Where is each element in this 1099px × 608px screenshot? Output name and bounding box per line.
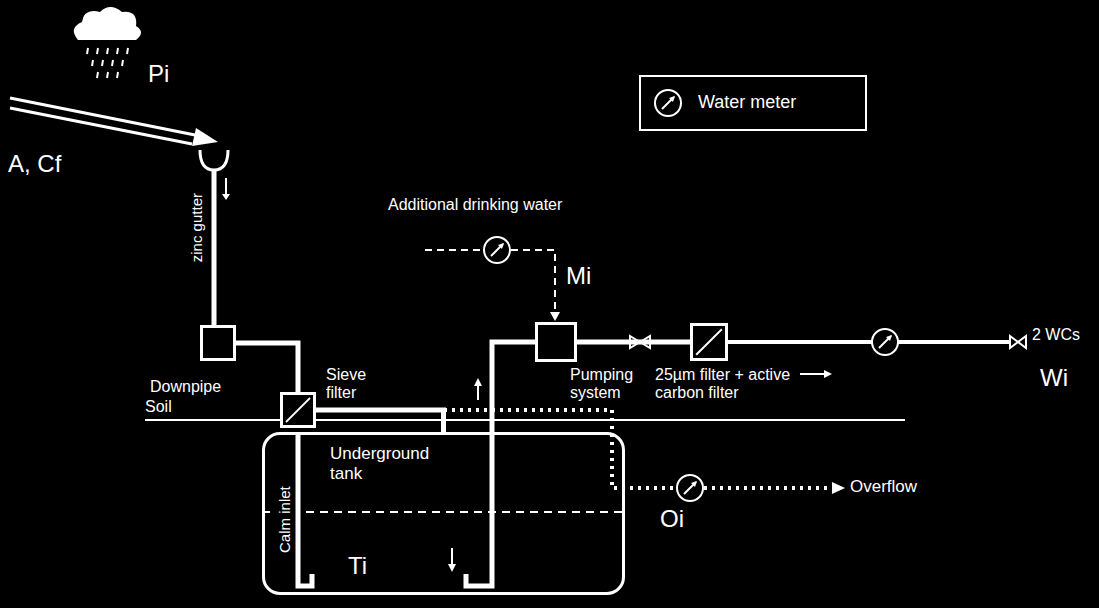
flow-symbol: Mi xyxy=(566,262,591,290)
roof-arrow xyxy=(192,128,218,146)
part-label: 2 WCs xyxy=(1032,326,1080,344)
node-label: Sieve filter xyxy=(326,366,378,403)
flow-arrow-head xyxy=(824,370,832,378)
node-label: Ti xyxy=(348,552,367,580)
rain-drops xyxy=(87,48,128,78)
water-meter xyxy=(677,475,703,501)
flow-symbol: Wi xyxy=(1040,364,1068,392)
legend-meter-symbol xyxy=(655,90,681,116)
flow-arrow-head xyxy=(222,194,230,200)
flow-arrow-head xyxy=(448,564,456,572)
underground-tank: Underground tankCalm inletTi xyxy=(262,432,625,595)
rain-cloud xyxy=(74,7,141,40)
valve xyxy=(1010,336,1026,348)
legend-text: Water meter xyxy=(698,92,796,113)
water-meter xyxy=(872,329,898,355)
gutter xyxy=(200,150,228,170)
downpipe xyxy=(212,170,217,325)
sieve-filter-box: Sieve filter xyxy=(280,392,316,428)
suction-pipe xyxy=(466,432,492,586)
node-label: Pumping system xyxy=(570,366,642,403)
flow-arrow xyxy=(225,178,227,196)
water-meter xyxy=(484,237,510,263)
water-level xyxy=(306,511,625,513)
filter-box: 25µm filter + active carbon filter xyxy=(690,323,728,361)
soil-line xyxy=(145,419,905,421)
flow-arrow-head xyxy=(832,482,845,494)
filter-symbol xyxy=(693,326,725,358)
pumping-system-box: Pumping system xyxy=(535,322,577,362)
overflow-pipe xyxy=(316,410,836,488)
flow-symbol: Pi xyxy=(148,60,169,88)
roof-label: A, Cf xyxy=(8,150,61,178)
flow-arrow xyxy=(477,384,479,400)
pipe-connector xyxy=(236,343,298,392)
flow-arrow xyxy=(800,373,826,375)
flow-arrow-head xyxy=(550,312,560,321)
legend-box xyxy=(640,76,866,130)
node-label: 25µm filter + active carbon filter xyxy=(655,366,805,403)
node-label: Underground tank xyxy=(330,444,435,483)
roof xyxy=(10,98,200,144)
pipe-connector xyxy=(577,340,690,345)
flow-symbol: Oi xyxy=(660,505,684,533)
flow-arrow-head xyxy=(474,378,482,386)
downpipe-box: Downpipe xyxy=(200,325,236,361)
calm-inlet-pipe xyxy=(298,432,312,586)
part-label: Overflow xyxy=(850,477,917,497)
outlet-pipe xyxy=(728,340,1012,344)
part-label: Soil xyxy=(145,398,172,416)
pipe-connector xyxy=(492,342,535,432)
flow-arrow xyxy=(451,548,453,566)
part-label: Additional drinking water xyxy=(388,196,562,214)
node-label: Calm inlet xyxy=(275,487,292,554)
part-label: zinc gutter xyxy=(188,193,205,262)
node-label: Downpipe xyxy=(150,378,221,396)
filter-symbol xyxy=(283,395,313,425)
pipe-connector xyxy=(316,410,444,432)
